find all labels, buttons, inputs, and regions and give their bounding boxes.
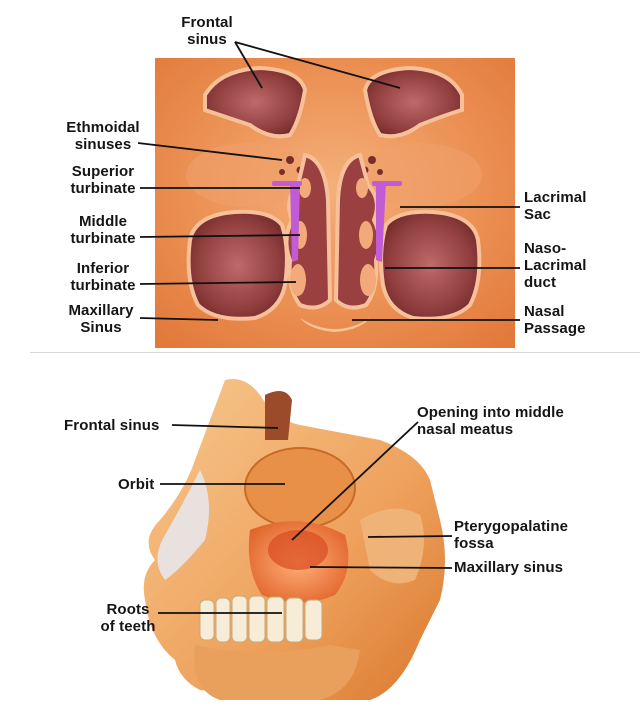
label-line: Pterygopalatine xyxy=(454,518,624,535)
label-orbit: Orbit xyxy=(118,476,178,493)
maxillary-opening xyxy=(268,530,328,570)
mandible xyxy=(194,645,360,700)
label-roots-of-teeth: Roots of teeth xyxy=(92,601,164,635)
label-line: Opening into middle xyxy=(417,404,617,421)
label-line: fossa xyxy=(454,535,624,552)
orbit xyxy=(245,448,355,528)
label-opening-middle-meatus: Opening into middle nasal meatus xyxy=(417,404,617,438)
frontal-sinus-cavity xyxy=(265,391,292,440)
label-frontal-sinus-bottom: Frontal sinus xyxy=(64,417,184,434)
label-pterygopalatine-fossa: Pterygopalatine fossa xyxy=(454,518,624,552)
label-line: of teeth xyxy=(92,618,164,635)
label-line: nasal meatus xyxy=(417,421,617,438)
label-line: Roots xyxy=(92,601,164,618)
label-maxillary-sinus-bottom: Maxillary sinus xyxy=(454,559,624,576)
